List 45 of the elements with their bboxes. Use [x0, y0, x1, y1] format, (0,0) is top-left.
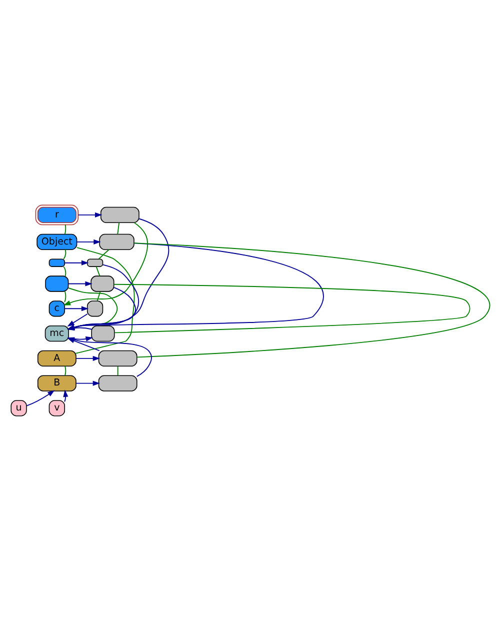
connector — [96, 290, 100, 301]
arrow — [66, 325, 92, 330]
node-box — [98, 233, 134, 250]
arrow — [64, 260, 88, 265]
connector — [62, 266, 66, 276]
node-box — [90, 324, 114, 342]
arrow — [75, 380, 100, 386]
node-box: B — [36, 374, 76, 391]
connector — [116, 222, 120, 234]
node-box — [86, 300, 103, 316]
arrow — [62, 389, 68, 402]
arrow — [66, 286, 136, 330]
connector — [75, 246, 134, 354]
node-box: Object — [36, 233, 77, 250]
connector — [98, 248, 109, 259]
connector — [68, 287, 118, 330]
connector — [133, 242, 490, 358]
arrow — [62, 222, 148, 305]
connector — [64, 224, 66, 234]
arrow — [64, 306, 88, 311]
connector — [64, 365, 66, 376]
connector — [62, 248, 66, 259]
connector — [116, 365, 118, 376]
node-box — [44, 275, 68, 292]
node-box — [90, 275, 114, 292]
arrow — [67, 280, 92, 286]
arrow — [68, 336, 92, 341]
arrow — [66, 242, 323, 330]
arrow — [66, 264, 139, 330]
arrow — [75, 355, 100, 360]
arrow — [77, 212, 102, 217]
arrow — [66, 313, 88, 326]
connector — [112, 283, 470, 333]
node-box — [48, 258, 64, 266]
connector — [95, 266, 100, 276]
arrow — [26, 390, 54, 406]
node-box — [98, 374, 137, 391]
connector — [64, 290, 66, 302]
node-box — [100, 206, 139, 222]
node-box: A — [36, 350, 76, 366]
node-box — [86, 258, 103, 266]
node-box — [98, 350, 137, 366]
arrow — [66, 218, 169, 330]
node-box: mc — [44, 324, 68, 342]
arrow — [76, 238, 100, 244]
